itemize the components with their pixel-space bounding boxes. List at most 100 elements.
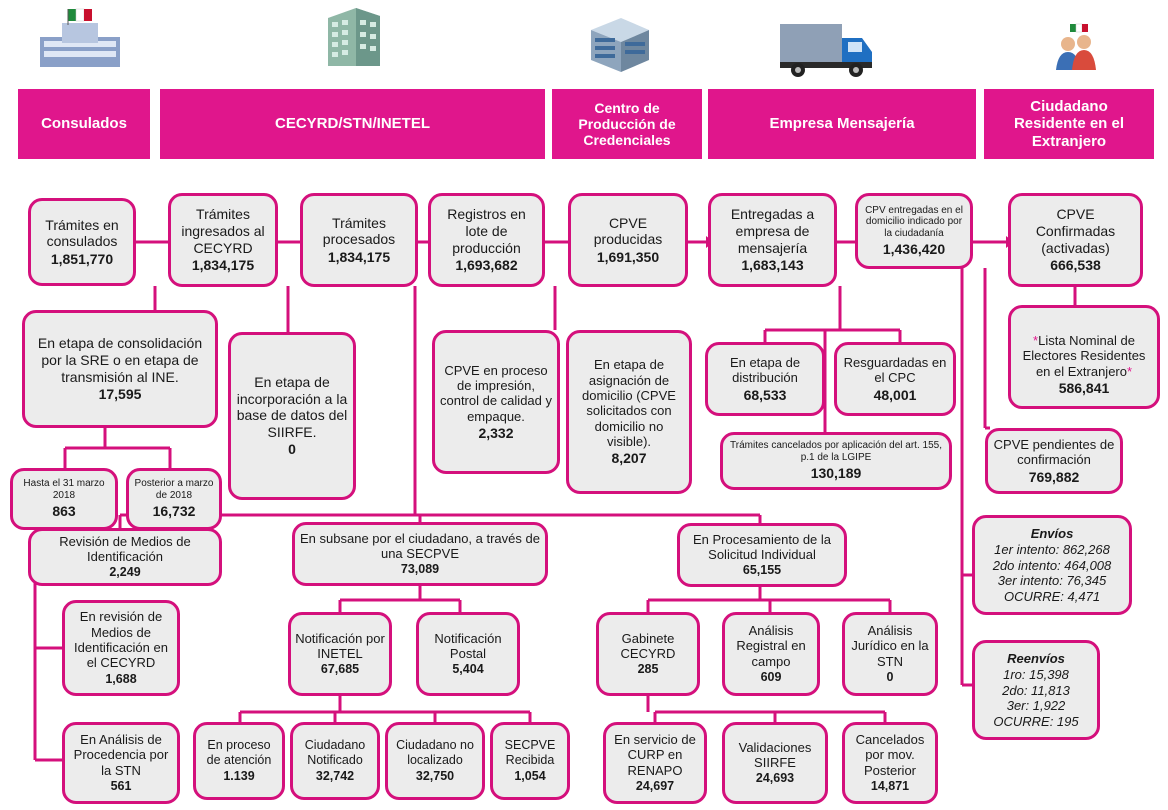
box-label: Entregadas a empresa de mensajería [730,206,815,256]
box-gabinete-cecyrd: Gabinete CECYRD 285 [596,612,700,696]
box-tramites-cancelados: Trámites cancelados por aplicación del a… [720,432,952,490]
box-impresion: CPVE en proceso de impresión, control de… [432,330,560,474]
box-value: 1,851,770 [50,250,114,267]
box-label: Resguardadas en el CPC [843,354,947,386]
box-label: En revisión de Medios de Identificación … [74,609,168,671]
box-label: En proceso de atención [206,738,272,768]
box-label: Gabinete CECYRD [620,630,676,662]
header-consulados: Consulados [18,89,150,159]
box-value: 1,683,143 [741,257,804,274]
box-value: 67,685 [320,662,360,677]
box-label: Trámites en consulados [45,216,119,250]
box-value: 5,404 [452,662,484,677]
envios-line: OCURRE: 4,471 [1003,589,1101,605]
box-value: 2,249 [109,565,141,580]
asterisk: * [1127,363,1133,379]
box-validaciones-siirfe: Validaciones SIIRFE 24,693 [722,722,828,804]
box-label: Hasta el 31 marzo 2018 [23,478,105,502]
box-value: 285 [637,662,659,677]
box-analisis-juridico: Análisis Jurídico en la STN 0 [842,612,938,696]
envios-title: Envíos [1030,525,1074,541]
box-en-revision-medios: En revisión de Medios de Identificación … [62,600,180,696]
box-value: 0 [288,441,296,458]
box-hasta-marzo: Hasta el 31 marzo 2018 863 [10,468,118,530]
box-ciudadano-no-localizado: Ciudadano no localizado 32,750 [385,722,485,800]
box-value: 666,538 [1050,257,1101,274]
envios-line: 2do intento: 464,008 [992,557,1112,573]
box-value: 1,688 [105,671,137,686]
box-label: CPVE pendientes de confirmación [993,436,1115,468]
box-value: 24,697 [635,779,675,794]
box-ciudadano-notificado: Ciudadano Notificado 32,742 [290,722,380,800]
box-value: 24,693 [755,771,795,786]
box-label: CPVE Confirmadas (activadas) [1035,206,1116,256]
box-incorporacion: En etapa de incorporación a la base de d… [228,332,356,500]
header-ciudadano: Ciudadano Residente en el Extranjero [984,89,1154,159]
box-cancelados-mov: Cancelados por mov. Posterior 14,871 [842,722,938,804]
header-centro-produccion: Centro de Producción de Credenciales [552,89,702,159]
box-label: Trámites procesados [322,214,396,248]
envios-line: 3er intento: 76,345 [997,573,1107,589]
box-label: Notificación por INETEL [295,630,385,662]
box-entregadas-mensajeria: Entregadas a empresa de mensajería 1,683… [708,193,837,287]
box-label: CPVE en proceso de impresión, control de… [439,362,552,424]
box-label: CPV entregadas en el domicilio indicado … [865,204,963,240]
box-subsane: En subsane por el ciudadano, a través de… [292,522,548,586]
box-revision-medios: Revisión de Medios de Identificación 2,2… [28,528,222,586]
box-value: 1,693,682 [455,257,518,274]
factory-building-icon [585,8,655,81]
box-value: 2,332 [478,424,514,441]
box-label: Ciudadano Notificado [304,738,366,768]
box-label: En etapa de asignación de domicilio (CPV… [582,357,676,449]
box-label: En Procesamiento de la Solicitud Individ… [692,531,832,563]
box-proceso-atencion: En proceso de atención 1.139 [193,722,285,800]
header-cecyrd: CECYRD/STN/INETEL [160,89,545,159]
box-value: 16,732 [152,503,196,520]
box-value: 48,001 [873,386,917,403]
box-label: SECPVE Recibida [504,738,556,768]
box-value: 1,834,175 [327,248,391,265]
box-asignacion-domicilio: En etapa de asignación de domicilio (CPV… [566,330,692,494]
box-label: Trámites cancelados por aplicación del a… [730,440,942,464]
header-empresa-mensajeria: Empresa Mensajería [708,89,976,159]
box-value: 1,691,350 [596,248,660,265]
box-servicio-curp: En servicio de CURP en RENAPO 24,697 [603,722,707,804]
box-value: 17,595 [98,386,142,403]
box-value: 1,054 [514,768,546,783]
box-consolidacion: En etapa de consolidación por la SRE o e… [22,310,218,428]
reenvios-line: 1ro: 15,398 [1003,666,1069,682]
reenvios-line: 3er: 1,922 [1006,698,1066,714]
box-posterior-marzo: Posterior a marzo de 2018 16,732 [126,468,222,530]
box-tramites-consulados: Trámites en consulados 1,851,770 [28,198,136,286]
box-tramites-procesados: Trámites procesados 1,834,175 [300,193,418,287]
reenvios-line: OCURRE: 195 [993,714,1079,730]
box-value: 609 [760,670,782,685]
box-label: En Análisis de Procedencia por la STN [73,732,169,778]
box-procesamiento-solicitud: En Procesamiento de la Solicitud Individ… [677,523,847,587]
box-label: Cancelados por mov. Posterior [855,732,925,778]
box-secpve-recibida: SECPVE Recibida 1,054 [490,722,570,800]
box-value: 561 [110,779,132,794]
box-tramites-ingresados: Trámites ingresados al CECYRD 1,834,175 [168,193,278,287]
box-value: 14,871 [870,779,910,794]
box-label: Posterior a marzo de 2018 [134,478,214,502]
box-label: En subsane por el ciudadano, a través de… [300,530,540,562]
box-distribucion: En etapa de distribución 68,533 [705,342,825,416]
box-label: En servicio de CURP en RENAPO [614,732,696,778]
box-value: 1,834,175 [191,257,255,274]
box-label: En etapa de incorporación a la base de d… [236,374,348,440]
box-label: Registros en lote de producción [447,206,526,256]
asterisk: * [1033,332,1039,348]
box-registros-lote: Registros en lote de producción 1,693,68… [428,193,545,287]
box-resguardadas: Resguardadas en el CPC 48,001 [834,342,956,416]
envios-line: 1er intento: 862,268 [994,541,1110,557]
box-envios: Envíos 1er intento: 862,268 2do intento:… [972,515,1132,615]
box-value: 863 [52,503,76,520]
box-value: 586,841 [1058,379,1110,396]
box-notificacion-postal: Notificación Postal 5,404 [416,612,520,696]
box-label: Análisis Registral en campo [736,623,806,669]
box-value: 1.139 [223,768,255,783]
box-value: 130,189 [810,465,862,482]
box-label: Validaciones SIIRFE [738,739,812,771]
people-flag-icon [1050,22,1100,77]
